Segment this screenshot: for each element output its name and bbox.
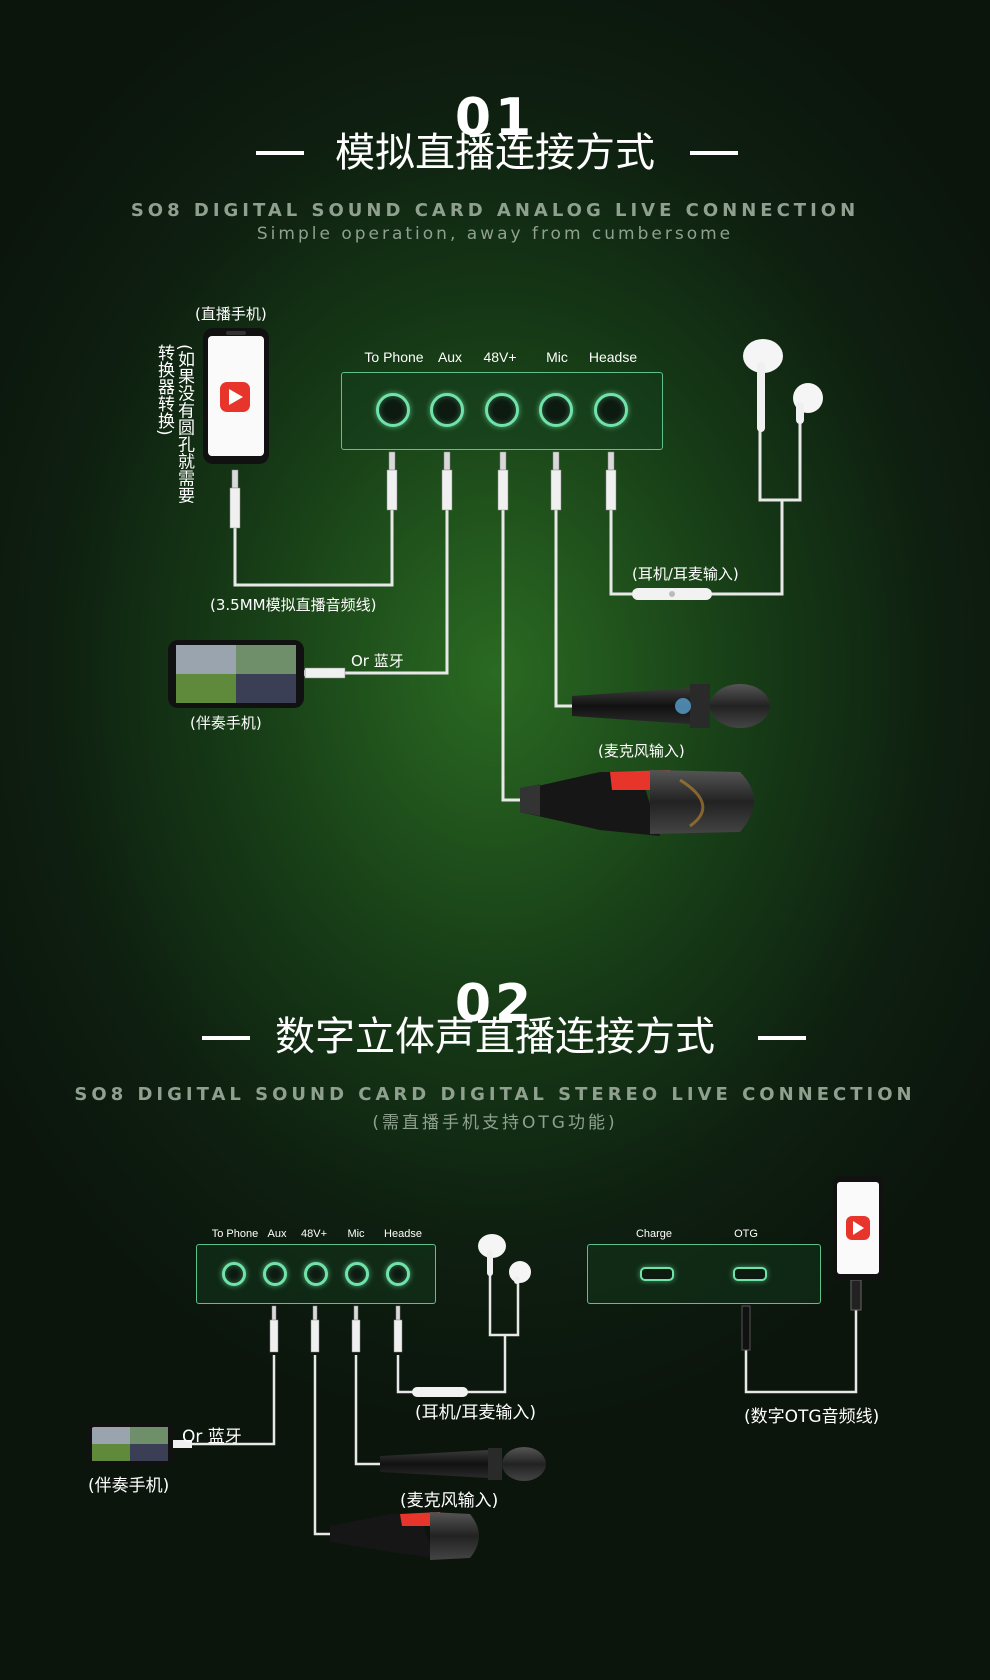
handheld-mic-2-icon (380, 1447, 546, 1481)
mic-port (539, 393, 573, 427)
section2-audio-panel (196, 1244, 436, 1304)
studio-mic-icon (520, 770, 754, 836)
to-phone-port-2 (222, 1262, 246, 1286)
section2-usb-panel (587, 1244, 821, 1304)
handheld-mic-icon (572, 684, 770, 728)
charge-port (640, 1267, 674, 1281)
port-label-otg: OTG (734, 1228, 758, 1240)
section1-subtitle-tag: Simple operation, away from cumbersome (256, 224, 734, 244)
port-label-aux-2: Aux (267, 1228, 287, 1240)
section1-sound-card-panel (341, 372, 663, 450)
mic-port-2 (345, 1262, 369, 1286)
section2-number: 02 (454, 974, 536, 1034)
port-label-aux: Aux (437, 349, 463, 365)
aux-port (430, 393, 464, 427)
to-phone-port (376, 393, 410, 427)
accomp-phone-label: (伴奏手机) (190, 714, 262, 732)
converter-note-col2: 转换器转换) (154, 344, 174, 436)
accomp-phone-icon (168, 640, 304, 708)
headset-port-2 (386, 1262, 410, 1286)
converter-note-col1: (如果没有圆孔就需要 (174, 344, 194, 504)
accomp-phone-2-icon (87, 1423, 173, 1465)
section1-title: 模拟直播连接方式 (335, 130, 655, 176)
or-bluetooth-label-2: Or 蓝牙 (182, 1427, 242, 1447)
section1-subtitle-en: SO8 DIGITAL SOUND CARD ANALOG LIVE CONNE… (130, 200, 860, 221)
48v-port (485, 393, 519, 427)
port-label-headset-2: Headse (384, 1228, 422, 1240)
mic-input-label: (麦克风输入) (598, 742, 685, 760)
title-dash-left (256, 151, 304, 155)
port-label-48v: 48V+ (483, 349, 517, 365)
studio-mic-2-icon (330, 1512, 479, 1560)
section1-number: 01 (454, 88, 536, 148)
headset-input-label: (耳机/耳麦输入) (632, 565, 739, 583)
port-label-to-phone: To Phone (364, 349, 424, 365)
port-label-mic-2: Mic (347, 1228, 365, 1240)
analog-cable-label: (3.5MM模拟直播音频线) (210, 596, 377, 614)
earbuds-icon (743, 339, 823, 432)
title-dash-left-2 (202, 1036, 250, 1040)
title-dash-right (690, 151, 738, 155)
accomp-phone-label-2: (伴奏手机) (88, 1476, 170, 1496)
title-dash-right-2 (758, 1036, 806, 1040)
port-label-48v-2: 48V+ (301, 1228, 327, 1240)
otg-port (733, 1267, 767, 1281)
port-label-headset: Headse (588, 349, 638, 365)
live-phone-2-icon (833, 1176, 883, 1280)
headset-port (594, 393, 628, 427)
earbuds-2-icon (478, 1234, 531, 1284)
port-label-mic: Mic (546, 349, 568, 365)
aux-port-2 (263, 1262, 287, 1286)
live-phone-icon (203, 328, 269, 464)
port-label-charge: Charge (635, 1228, 673, 1240)
live-phone-label: (直播手机) (195, 305, 267, 323)
48v-port-2 (304, 1262, 328, 1286)
otg-cable-label: (数字OTG音频线) (744, 1407, 880, 1427)
mic-input-label-2: (麦克风输入) (400, 1491, 499, 1511)
section2-subtitle-en: SO8 DIGITAL SOUND CARD DIGITAL STEREO LI… (74, 1084, 916, 1105)
port-label-to-phone-2: To Phone (211, 1228, 259, 1240)
or-bluetooth-label: Or 蓝牙 (351, 652, 404, 670)
section2-title: 数字立体声直播连接方式 (275, 1014, 715, 1060)
section2-subtitle-tag: (需直播手机支持OTG功能) (372, 1113, 618, 1133)
headset-input-label-2: (耳机/耳麦输入) (415, 1403, 536, 1423)
